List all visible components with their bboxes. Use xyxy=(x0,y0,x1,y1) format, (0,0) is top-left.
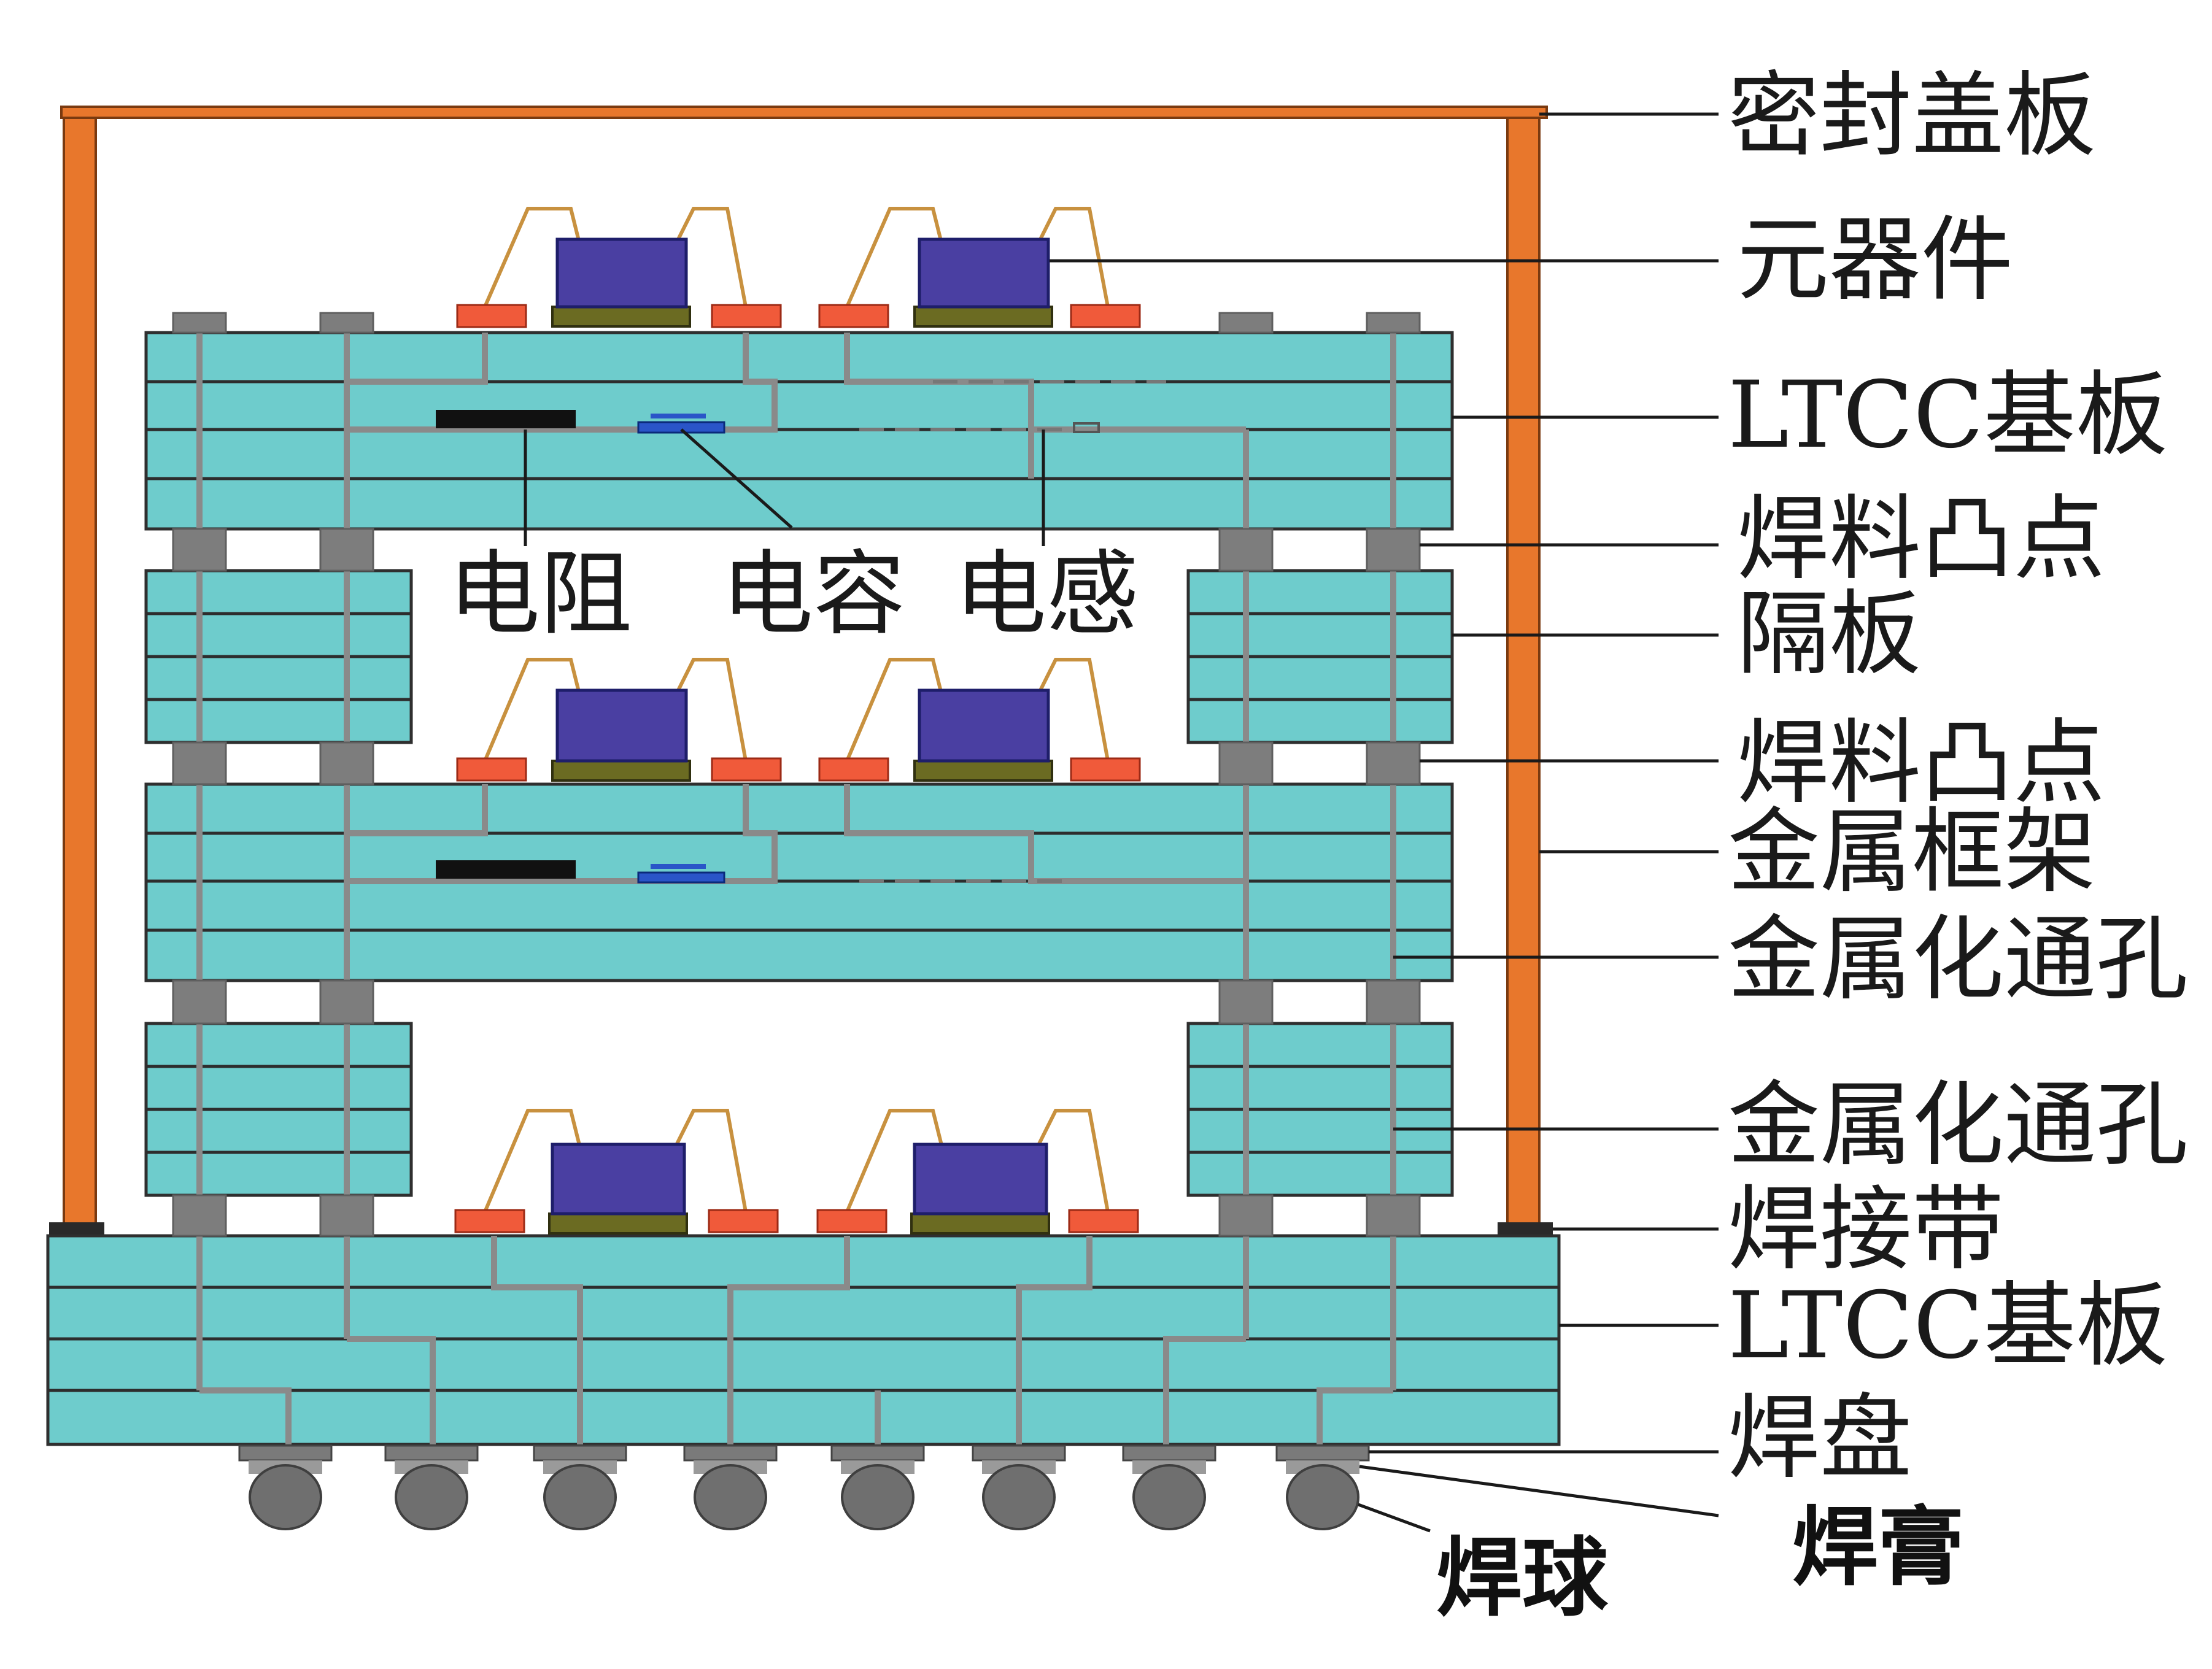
embedded-capacitor-top xyxy=(637,414,725,434)
label-cover-plate: 密封盖板 xyxy=(1728,63,2096,169)
spacer-lower-right xyxy=(1186,1022,1454,1197)
label-solder-bump-1: 焊料凸点 xyxy=(1737,486,2105,593)
label-solder-bump-2: 焊料凸点 xyxy=(1737,710,2105,817)
label-inductor: 电感 xyxy=(954,541,1139,648)
spacer-lower-left xyxy=(144,1022,413,1197)
label-solder-paste: 焊膏 xyxy=(1792,1498,1964,1598)
label-metal-via-2: 金属化通孔 xyxy=(1728,1072,2188,1179)
spacer-upper-right xyxy=(1186,569,1454,744)
solder-pads xyxy=(238,1444,1370,1462)
inline-labels: 电阻 电容 电感 xyxy=(448,541,1139,648)
label-resistor: 电阻 xyxy=(448,541,632,648)
embedded-inductor-top xyxy=(859,380,1166,433)
metal-frame xyxy=(49,117,1553,1236)
spacer-upper-left xyxy=(144,569,413,744)
embedded-capacitor-middle xyxy=(637,864,725,884)
components-bottom xyxy=(454,1109,1139,1235)
label-capacitor: 电容 xyxy=(721,541,905,648)
ltcc-substrate-middle xyxy=(144,782,1454,982)
components-middle xyxy=(456,658,1141,782)
solder-balls xyxy=(249,1464,1359,1530)
solder-bumps xyxy=(172,312,1421,1237)
label-solder-strip: 焊接带 xyxy=(1728,1176,2004,1283)
components-top xyxy=(456,207,1141,328)
right-labels: 密封盖板 元器件 LTCC基板 焊料凸点 隔板 焊料凸点 金属框架 金属化通孔 … xyxy=(1436,63,2188,1629)
label-ltcc-bottom: LTCC基板 xyxy=(1728,1273,2168,1379)
leader-lines xyxy=(524,112,1719,1533)
label-components: 元器件 xyxy=(1737,207,2013,314)
label-pad: 焊盘 xyxy=(1728,1385,1912,1492)
label-metal-frame: 金属框架 xyxy=(1728,799,2096,906)
label-ltcc-top: LTCC基板 xyxy=(1728,362,2168,469)
embedded-resistor-middle xyxy=(436,860,576,879)
sealing-cover-plate xyxy=(60,106,1548,119)
label-solder-ball: 焊球 xyxy=(1436,1528,1609,1629)
embedded-resistor-top xyxy=(436,410,576,428)
ltcc-substrate-bottom xyxy=(46,1234,1561,1446)
label-metal-via-1: 金属化通孔 xyxy=(1728,906,2188,1013)
label-spacer: 隔板 xyxy=(1737,581,1921,688)
ltcc-substrate-top xyxy=(144,331,1454,531)
